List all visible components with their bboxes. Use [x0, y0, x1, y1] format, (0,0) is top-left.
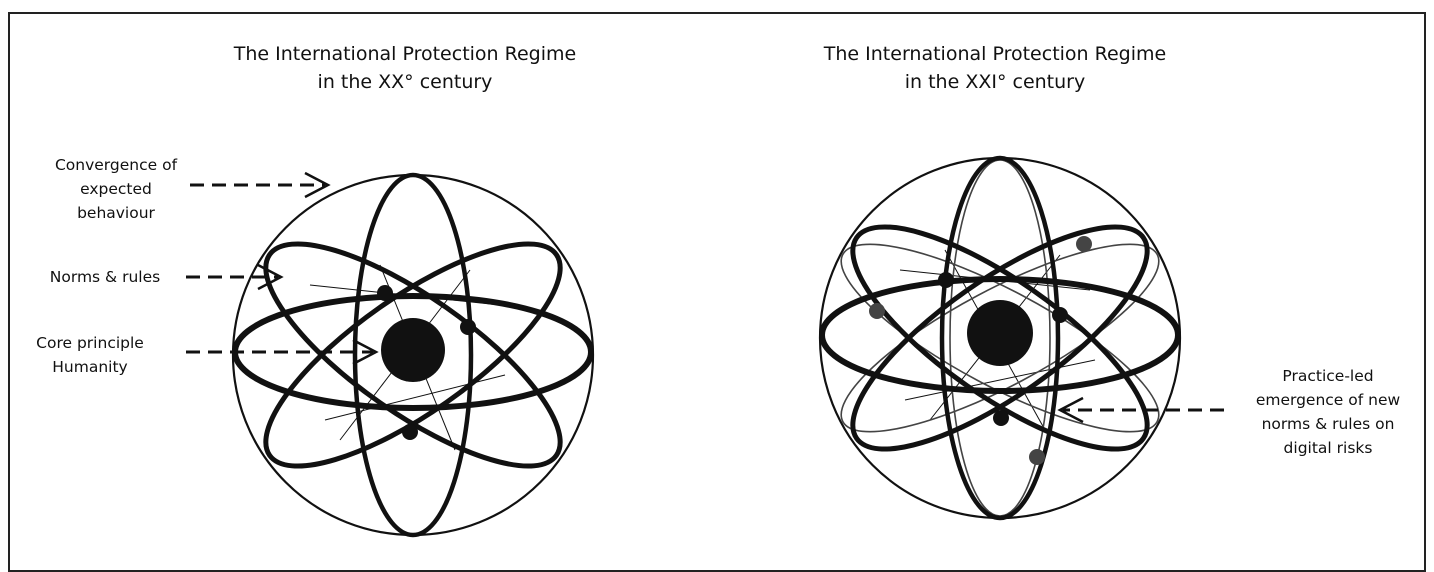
- right-electron-grey-3: [1029, 449, 1045, 465]
- left-atom: [186, 173, 593, 535]
- right-electron-grey-2: [869, 303, 885, 319]
- right-electron-3: [993, 410, 1009, 426]
- atom-diagrams: [0, 0, 1434, 548]
- right-electron-grey-1: [1076, 236, 1092, 252]
- right-electron-1: [938, 272, 954, 288]
- right-nucleus: [967, 300, 1033, 366]
- left-electron-3: [402, 424, 418, 440]
- right-electron-2: [1052, 307, 1068, 323]
- left-nucleus: [381, 318, 445, 382]
- left-electron-2: [460, 319, 476, 335]
- left-electron-1: [377, 285, 393, 301]
- right-atom: [820, 158, 1224, 518]
- left-arrows: [186, 173, 376, 364]
